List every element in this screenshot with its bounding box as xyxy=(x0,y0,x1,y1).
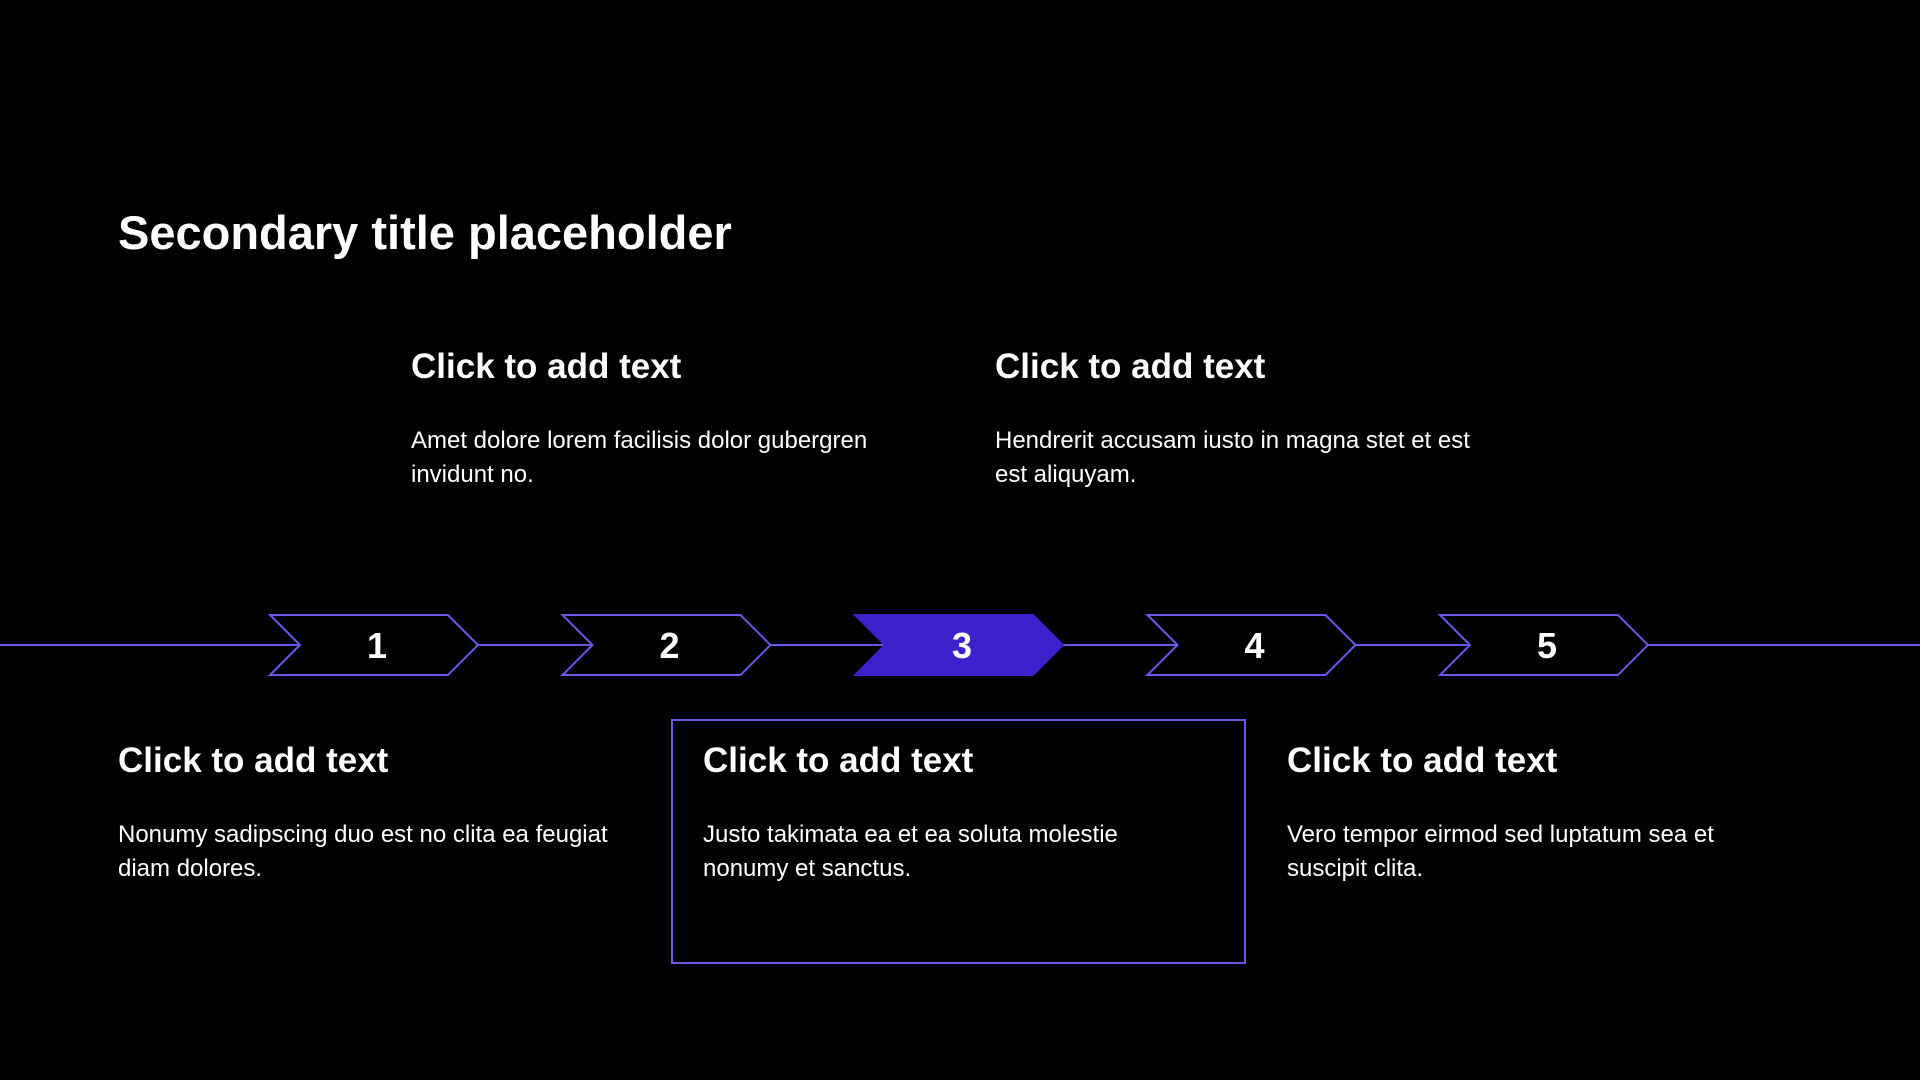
step-1-text-block: Click to add text Nonumy sadipscing duo … xyxy=(118,740,618,886)
active-step-frame xyxy=(671,719,1246,964)
step-3-heading: Click to add text xyxy=(703,741,974,780)
step-2-body: Amet dolore lorem facilisis dolor guberg… xyxy=(411,427,868,488)
step-4-text-block: Click to add text Hendrerit accusam iust… xyxy=(995,346,1495,492)
step-2-number: 2 xyxy=(659,625,679,666)
step-3-text-block: Click to add text Justo takimata ea et e… xyxy=(703,740,1203,886)
step-3-number: 3 xyxy=(952,625,972,666)
step-1-body: Nonumy sadipscing duo est no clita ea fe… xyxy=(118,821,608,882)
step-5-text-block: Click to add text Vero tempor eirmod sed… xyxy=(1287,740,1787,886)
step-2-chevron xyxy=(560,614,772,676)
step-4-number: 4 xyxy=(1244,625,1264,666)
step-1-heading: Click to add text xyxy=(118,741,389,780)
step-1-number: 1 xyxy=(367,625,387,666)
step-2-heading: Click to add text xyxy=(411,347,682,386)
step-5-chevron xyxy=(1437,614,1650,676)
step-3-body: Justo takimata ea et ea soluta molestie … xyxy=(703,821,1118,882)
page-title: Secondary title placeholder xyxy=(118,206,732,259)
step-4-body: Hendrerit accusam iusto in magna stet et… xyxy=(995,427,1470,488)
step-2-text-block: Click to add text Amet dolore lorem faci… xyxy=(411,346,911,492)
timeline: 1 2 3 4 5 xyxy=(0,614,1920,676)
step-5-heading: Click to add text xyxy=(1287,741,1558,780)
step-4-chevron xyxy=(1145,614,1357,676)
step-1-chevron xyxy=(267,614,480,676)
step-4-heading: Click to add text xyxy=(995,347,1266,386)
step-5-number: 5 xyxy=(1537,625,1557,666)
step-3-chevron xyxy=(852,614,1065,676)
step-5-body: Vero tempor eirmod sed luptatum sea et s… xyxy=(1287,821,1714,882)
